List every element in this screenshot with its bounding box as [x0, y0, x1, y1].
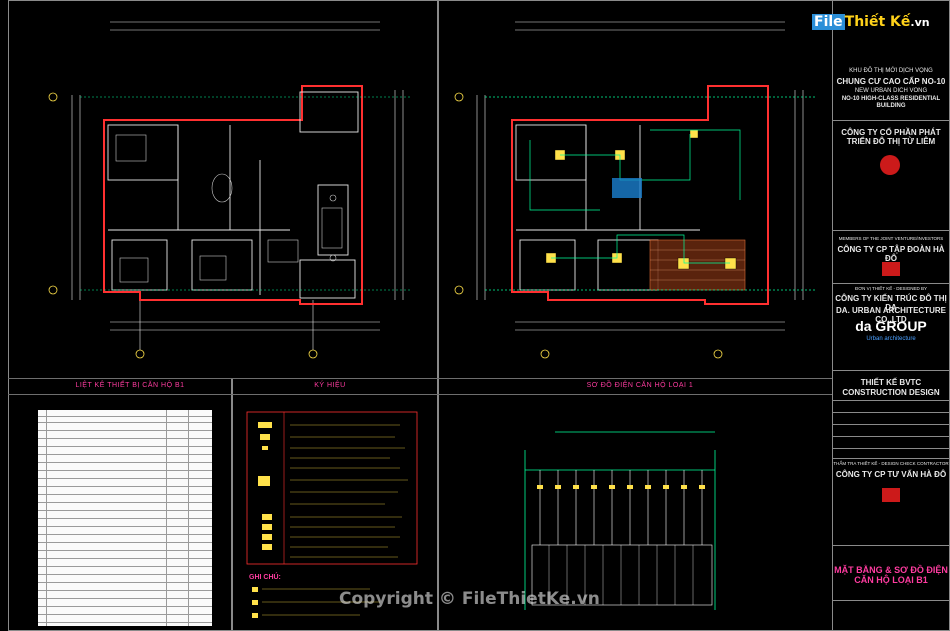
tb-partner: CÔNG TY CP TẬP ĐOÀN HÀ ĐÔ — [837, 245, 945, 264]
equipment-table — [38, 410, 212, 626]
tb-stage-en: CONSTRUCTION DESIGN — [842, 388, 940, 397]
tb-partner-label: MEMBERS OF THE JOINT VENTURE/INVESTORS — [838, 236, 944, 241]
partner-logo — [882, 262, 900, 276]
tb-drawing-title: MẶT BẰNG & SƠ ĐỒ ĐIỆN CĂN HỘ LOẠI B1 — [834, 565, 948, 586]
divider-horizontal-2 — [8, 394, 832, 395]
tb-project-vn: CHUNG CƯ CAO CẤP NO-10 — [836, 77, 946, 86]
contractor-logo — [882, 488, 900, 502]
owner-logo — [880, 155, 900, 175]
section-title-legend: KÝ HIỆU — [314, 382, 346, 389]
section-title-wiring: SƠ ĐỒ ĐIỆN CĂN HỘ LOẠI 1 — [586, 382, 694, 389]
legend-notes-title: GHI CHÚ: — [249, 574, 281, 581]
tb-contractor-label: THẨM TRA THIẾT KẾ - DESIGN CHECK CONTRAC… — [833, 461, 949, 466]
brand-part2: Thiết Kế — [844, 14, 911, 30]
brand-suffix: .vn — [910, 16, 930, 29]
tb-area-en: NEW URBAN DICH VONG — [854, 88, 928, 94]
tb-da-logo: da GROUP — [855, 318, 927, 334]
brand-part1: File — [812, 14, 845, 30]
tb-area-line: KHU ĐÔ THỊ MỚI DỊCH VỌNG — [849, 68, 933, 74]
tb-owner: CÔNG TY CỔ PHẦN PHÁT TRIỂN ĐÔ THỊ TỪ LIÊ… — [841, 128, 941, 147]
copyright-watermark: Copyright © FileThietKe.vn — [339, 589, 600, 609]
tb-da-sub: Urban architecture — [866, 336, 916, 342]
tb-designer-label: ĐƠN VỊ THIẾT KẾ - DESIGNED BY — [855, 286, 927, 291]
divider-horizontal — [8, 378, 832, 379]
tb-project-en: NO-10 HIGH-CLASS RESIDENTIAL BUILDING — [841, 96, 941, 109]
tb-contractor: CÔNG TY CP TƯ VẤN HÀ ĐÔ — [835, 470, 947, 479]
section-title-equipment: LIỆT KÊ THIẾT BỊ CĂN HỘ B1 — [75, 382, 185, 389]
tb-stage-vn: THIẾT KẾ BVTC — [860, 378, 922, 387]
tb-designer-vn: CÔNG TY KIẾN TRÚC ĐÔ THỊ DA — [835, 294, 947, 313]
tb-designer-en: DA. URBAN ARCHITECTURE CO.,LTD — [836, 306, 946, 325]
